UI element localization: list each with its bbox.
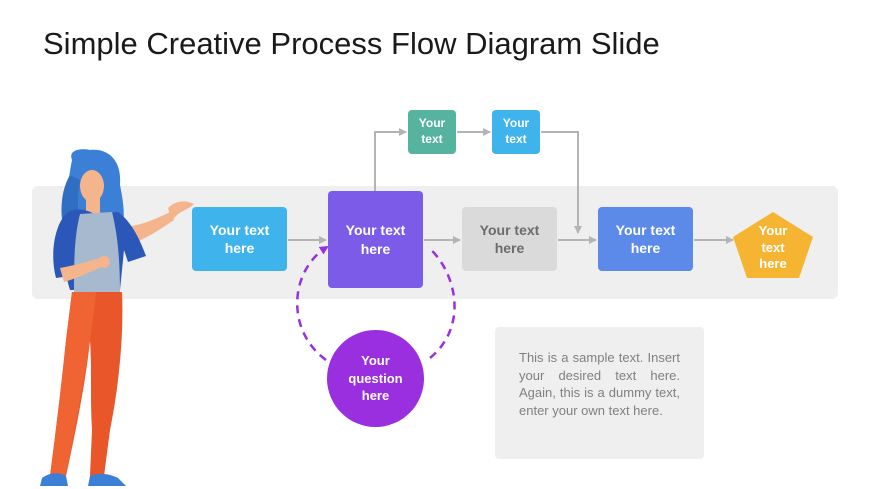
arrow-top2-step4 <box>541 131 582 234</box>
note-text: This is a sample text. Insert your desir… <box>519 350 680 418</box>
flow-band <box>32 186 838 299</box>
arrow-step2-top1 <box>374 128 407 191</box>
step-1-box[interactable]: Your text here <box>192 207 287 271</box>
presenter-illustration <box>40 149 194 486</box>
dashed-loop <box>427 246 456 359</box>
slide-title[interactable]: Simple Creative Process Flow Diagram Sli… <box>43 26 660 61</box>
dashed-loop-return <box>296 245 329 362</box>
question-circle[interactable]: Your question here <box>327 330 424 427</box>
step-2-box[interactable]: Your text here <box>328 191 423 288</box>
branch-box-1[interactable]: Your text <box>408 110 456 154</box>
end-pentagon-label[interactable]: Your text here <box>758 222 788 272</box>
branch-box-2[interactable]: Your text <box>492 110 540 154</box>
step-3-box[interactable]: Your text here <box>462 207 557 271</box>
step-4-box[interactable]: Your text here <box>598 207 693 271</box>
end-pentagon <box>733 212 813 278</box>
note-box[interactable]: This is a sample text. Insert your desir… <box>495 327 704 459</box>
